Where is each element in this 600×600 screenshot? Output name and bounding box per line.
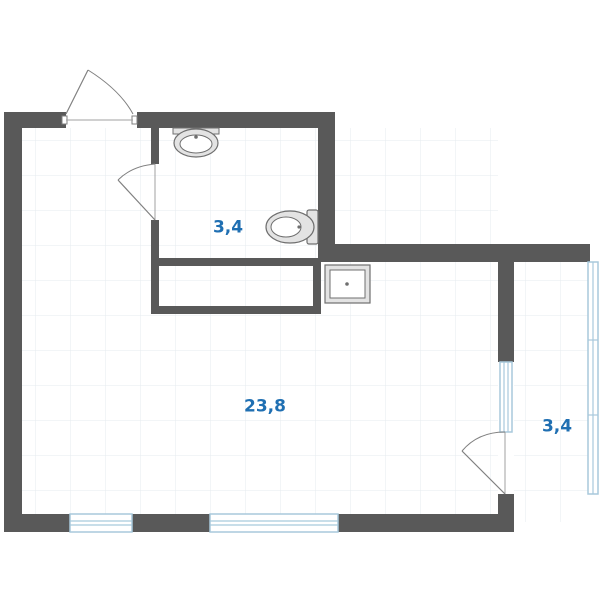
room-area-bathroom: 3,4	[212, 217, 244, 238]
kitchen-sink-icon	[324, 264, 371, 304]
window-bottom-center	[209, 513, 339, 533]
sink-icon	[172, 127, 220, 158]
toilet-icon	[265, 209, 319, 245]
walls	[4, 112, 590, 532]
bathroom-door	[117, 163, 156, 221]
balcony-door	[461, 431, 506, 495]
room-area-balcony: 3,4	[541, 416, 573, 437]
window-bottom-left	[69, 513, 133, 533]
floor-tiles	[22, 128, 590, 522]
entrance-door	[61, 69, 138, 125]
balcony-door-window	[499, 361, 513, 433]
balcony-glazing	[587, 261, 599, 495]
room-area-main: 23,8	[244, 396, 286, 417]
